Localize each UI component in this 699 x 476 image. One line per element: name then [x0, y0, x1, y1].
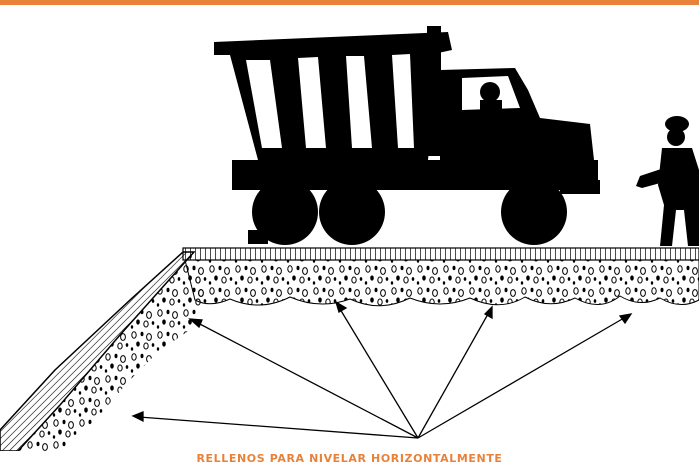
diagram-caption: RELLENOS PARA NIVELAR HORIZONTALMENTE	[0, 452, 699, 465]
construction-worker-icon	[636, 116, 699, 246]
fill-layer	[183, 248, 699, 306]
embankment-slope	[0, 252, 205, 451]
fill-diagram	[0, 5, 699, 451]
dump-truck-icon	[214, 26, 600, 245]
pointer-arrows	[133, 302, 631, 438]
